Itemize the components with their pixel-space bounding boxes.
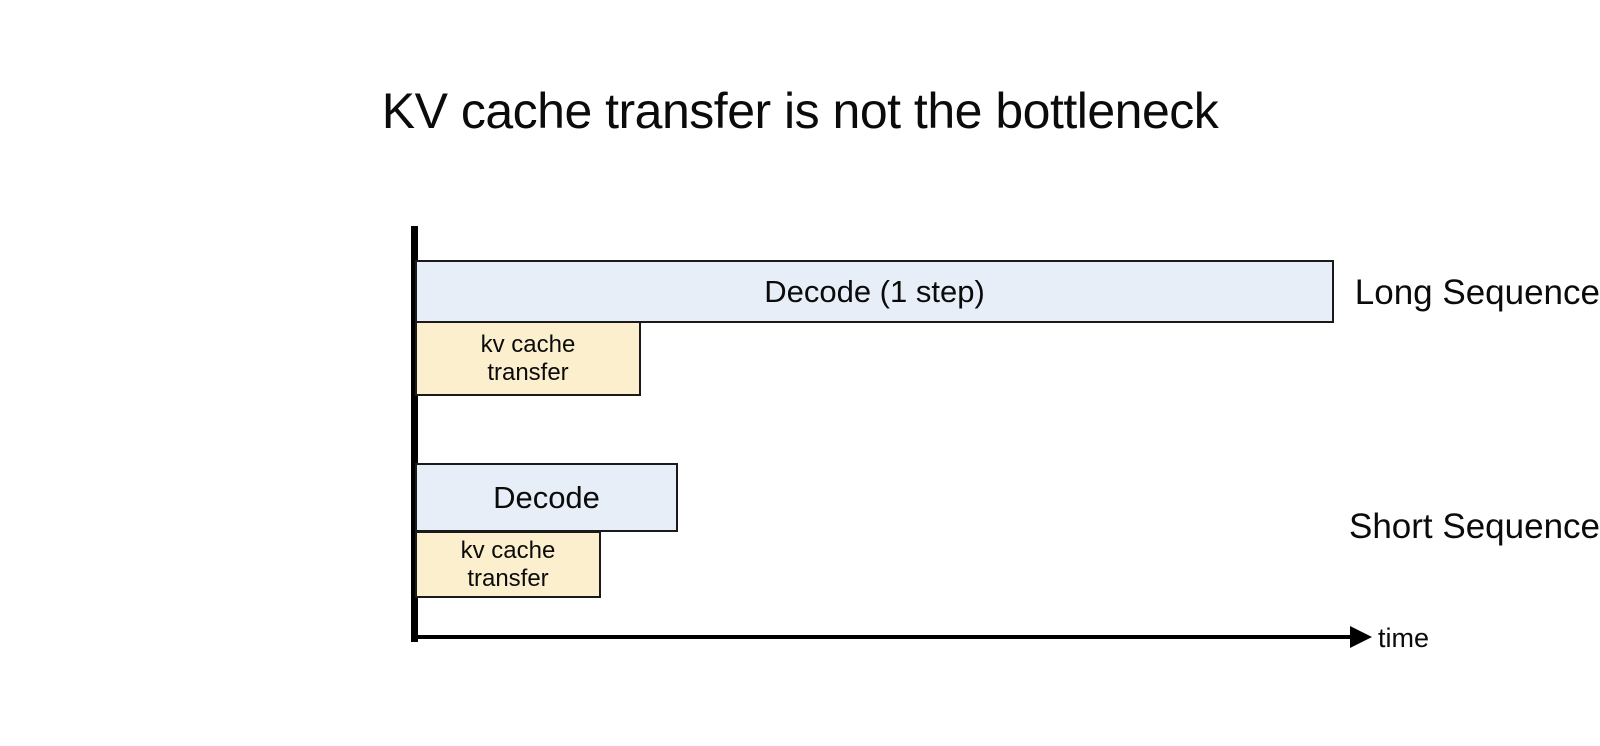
bar-short-kv-label: kv cache transfer [461,537,556,592]
x-axis-label: time [1378,623,1430,653]
bar-long-kv-label-line2: transfer [487,358,569,386]
bar-short-kv-label-line2: transfer [467,564,549,592]
bar-long-kv-cache-transfer: kv cache transfer [415,321,641,396]
bar-long-kv-label: kv cache transfer [481,331,576,386]
arrow-right-icon [1350,626,1372,648]
row-label-short-sequence: Short Sequence [1348,507,1600,546]
x-axis-line [411,635,1358,639]
page-title: KV cache transfer is not the bottleneck [381,82,1219,139]
y-axis-line [411,226,418,642]
bar-short-decode: Decode [415,463,678,532]
row-label-long-sequence: Long Sequence [1354,273,1600,312]
bar-long-decode: Decode (1 step) [415,260,1334,323]
bar-long-decode-label: Decode (1 step) [764,273,985,309]
bar-short-decode-label: Decode [493,479,600,515]
bar-long-kv-label-line1: kv cache [480,330,576,358]
bar-short-kv-cache-transfer: kv cache transfer [415,531,601,598]
bar-short-kv-label-line1: kv cache [460,536,556,564]
